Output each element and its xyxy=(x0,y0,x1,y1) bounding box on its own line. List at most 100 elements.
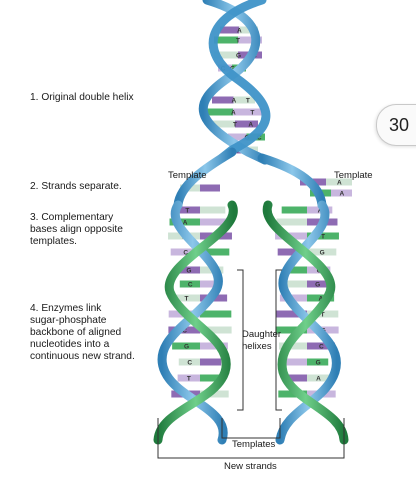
right-daughter-base-right xyxy=(307,248,337,256)
original-base-left xyxy=(228,133,247,141)
left-daughter-base-right xyxy=(200,390,229,398)
right-daughter-base-right xyxy=(307,294,335,302)
left-daughter-base-letter: C xyxy=(187,359,192,366)
original-base-letter: G xyxy=(230,65,235,72)
left-daughter-base-pair: A xyxy=(169,218,231,226)
right-daughter-base-left xyxy=(281,206,307,214)
left-daughter-base-left xyxy=(169,218,200,226)
left-daughter-base-right xyxy=(200,218,231,226)
right-daughter-base-letter: T xyxy=(321,233,325,240)
left-daughter-base-left xyxy=(174,206,200,214)
left-daughter-base-letter: A xyxy=(183,219,188,226)
right-daughter-base-letter: G xyxy=(315,281,320,288)
daughter-label: Daughter helixes xyxy=(242,329,281,352)
original-base-letter: A xyxy=(231,109,236,116)
right-daughter-base-left xyxy=(275,310,307,318)
original-base-right xyxy=(233,108,262,116)
step-4-label: 4. Enzymes link sugar-phosphate backbone… xyxy=(30,303,135,362)
page-number-tab[interactable]: 30 xyxy=(376,104,416,146)
fork-right-base-letter: A xyxy=(340,190,345,197)
left-daughter-base-letter: T xyxy=(185,207,189,214)
fork-left-base-right xyxy=(200,184,220,192)
right-daughter-base-right xyxy=(307,310,339,318)
original-base-left xyxy=(220,26,239,34)
right-daughter-base-pair: C xyxy=(279,342,335,350)
left-daughter-base-pair: T xyxy=(177,374,223,382)
step-1-label: 1. Original double helix xyxy=(30,92,134,103)
original-base-right xyxy=(233,96,255,104)
left-daughter-helix xyxy=(153,200,238,445)
right-daughter-base-left xyxy=(275,326,307,334)
right-daughter-base-letter: G xyxy=(320,249,325,256)
left-daughter-base-right xyxy=(200,374,223,382)
left-daughter-base-right xyxy=(200,358,222,366)
step-2-label: 2. Strands separate. xyxy=(30,181,122,192)
left-daughter-base-right xyxy=(200,280,221,288)
right-daughter-base-right xyxy=(307,374,330,382)
left-daughter-base-letter: C xyxy=(182,327,187,334)
left-daughter-base-left xyxy=(170,248,200,256)
original-base-letter: A xyxy=(237,27,242,34)
right-daughter-helix xyxy=(262,200,349,445)
original-base-right xyxy=(235,120,258,128)
original-base-right xyxy=(238,36,262,44)
left-daughter-base-left xyxy=(178,358,200,366)
left-daughter-base-left xyxy=(179,280,200,288)
new-strands-label: New strands xyxy=(224,461,277,472)
left-daughter-base-pair: T xyxy=(174,206,226,214)
left-daughter-base-left xyxy=(172,342,200,350)
original-base-left xyxy=(212,120,235,128)
original-double-helix xyxy=(198,0,271,165)
right-daughter-base-pair: T xyxy=(275,310,339,318)
right-daughter-base-left xyxy=(279,342,307,350)
original-strand-b xyxy=(208,0,271,163)
right-daughter-base-left xyxy=(285,358,307,366)
left-daughter-base-left xyxy=(172,294,200,302)
daughter-label-line1: Daughter xyxy=(242,329,281,340)
right-daughter-base-letter: A xyxy=(316,375,321,382)
left-daughter-base-left xyxy=(176,266,200,274)
right-daughter-old-strand xyxy=(275,200,341,445)
left-daughter-base-left xyxy=(177,374,200,382)
left-daughter-base-right xyxy=(200,206,226,214)
separating-templates xyxy=(173,147,327,210)
right-daughter-base-pair: G xyxy=(286,280,328,288)
original-base-left xyxy=(204,108,233,116)
templates-bracket xyxy=(221,418,281,439)
fork-right-base-right xyxy=(326,178,352,186)
daughter-bracket xyxy=(237,269,282,411)
left-daughter-base-letter: C xyxy=(188,281,193,288)
right-daughter-base-letter: A xyxy=(319,295,324,302)
daughter-label-line2: helixes xyxy=(242,341,272,352)
template-right-label: Template xyxy=(334,170,373,181)
left-daughter-base-letter: T xyxy=(184,295,188,302)
right-daughter-base-left xyxy=(276,218,307,226)
right-daughter-base-left xyxy=(284,374,307,382)
original-base-letter: T xyxy=(236,37,240,44)
left-daughter-new-strand xyxy=(153,200,238,445)
fork-right-base-letter: A xyxy=(337,179,342,186)
right-daughter-base-pair: G xyxy=(285,358,329,366)
right-daughter-base-left xyxy=(277,248,307,256)
right-daughter-base-right xyxy=(307,358,329,366)
right-daughter-base-right xyxy=(307,280,328,288)
right-daughter-base-left xyxy=(283,266,307,274)
left-daughter-base-letter: C xyxy=(183,249,188,256)
right-daughter-base-right xyxy=(307,342,335,350)
original-base-letter: C xyxy=(257,134,262,141)
right-daughter-base-right xyxy=(307,232,339,240)
left-daughter-base-right xyxy=(200,310,232,318)
left-daughter-base-letter: T xyxy=(187,375,191,382)
original-base-left xyxy=(212,96,234,104)
step-3-label: 3. Complementary bases align opposite te… xyxy=(30,212,123,247)
original-strand-a xyxy=(198,0,270,165)
original-base-letter: T xyxy=(246,97,250,104)
original-base-letter: A xyxy=(248,121,253,128)
right-daughter-base-pair: A xyxy=(284,374,330,382)
left-daughter-base-letter: G xyxy=(186,267,191,274)
left-daughter-base-pair: C xyxy=(170,248,230,256)
